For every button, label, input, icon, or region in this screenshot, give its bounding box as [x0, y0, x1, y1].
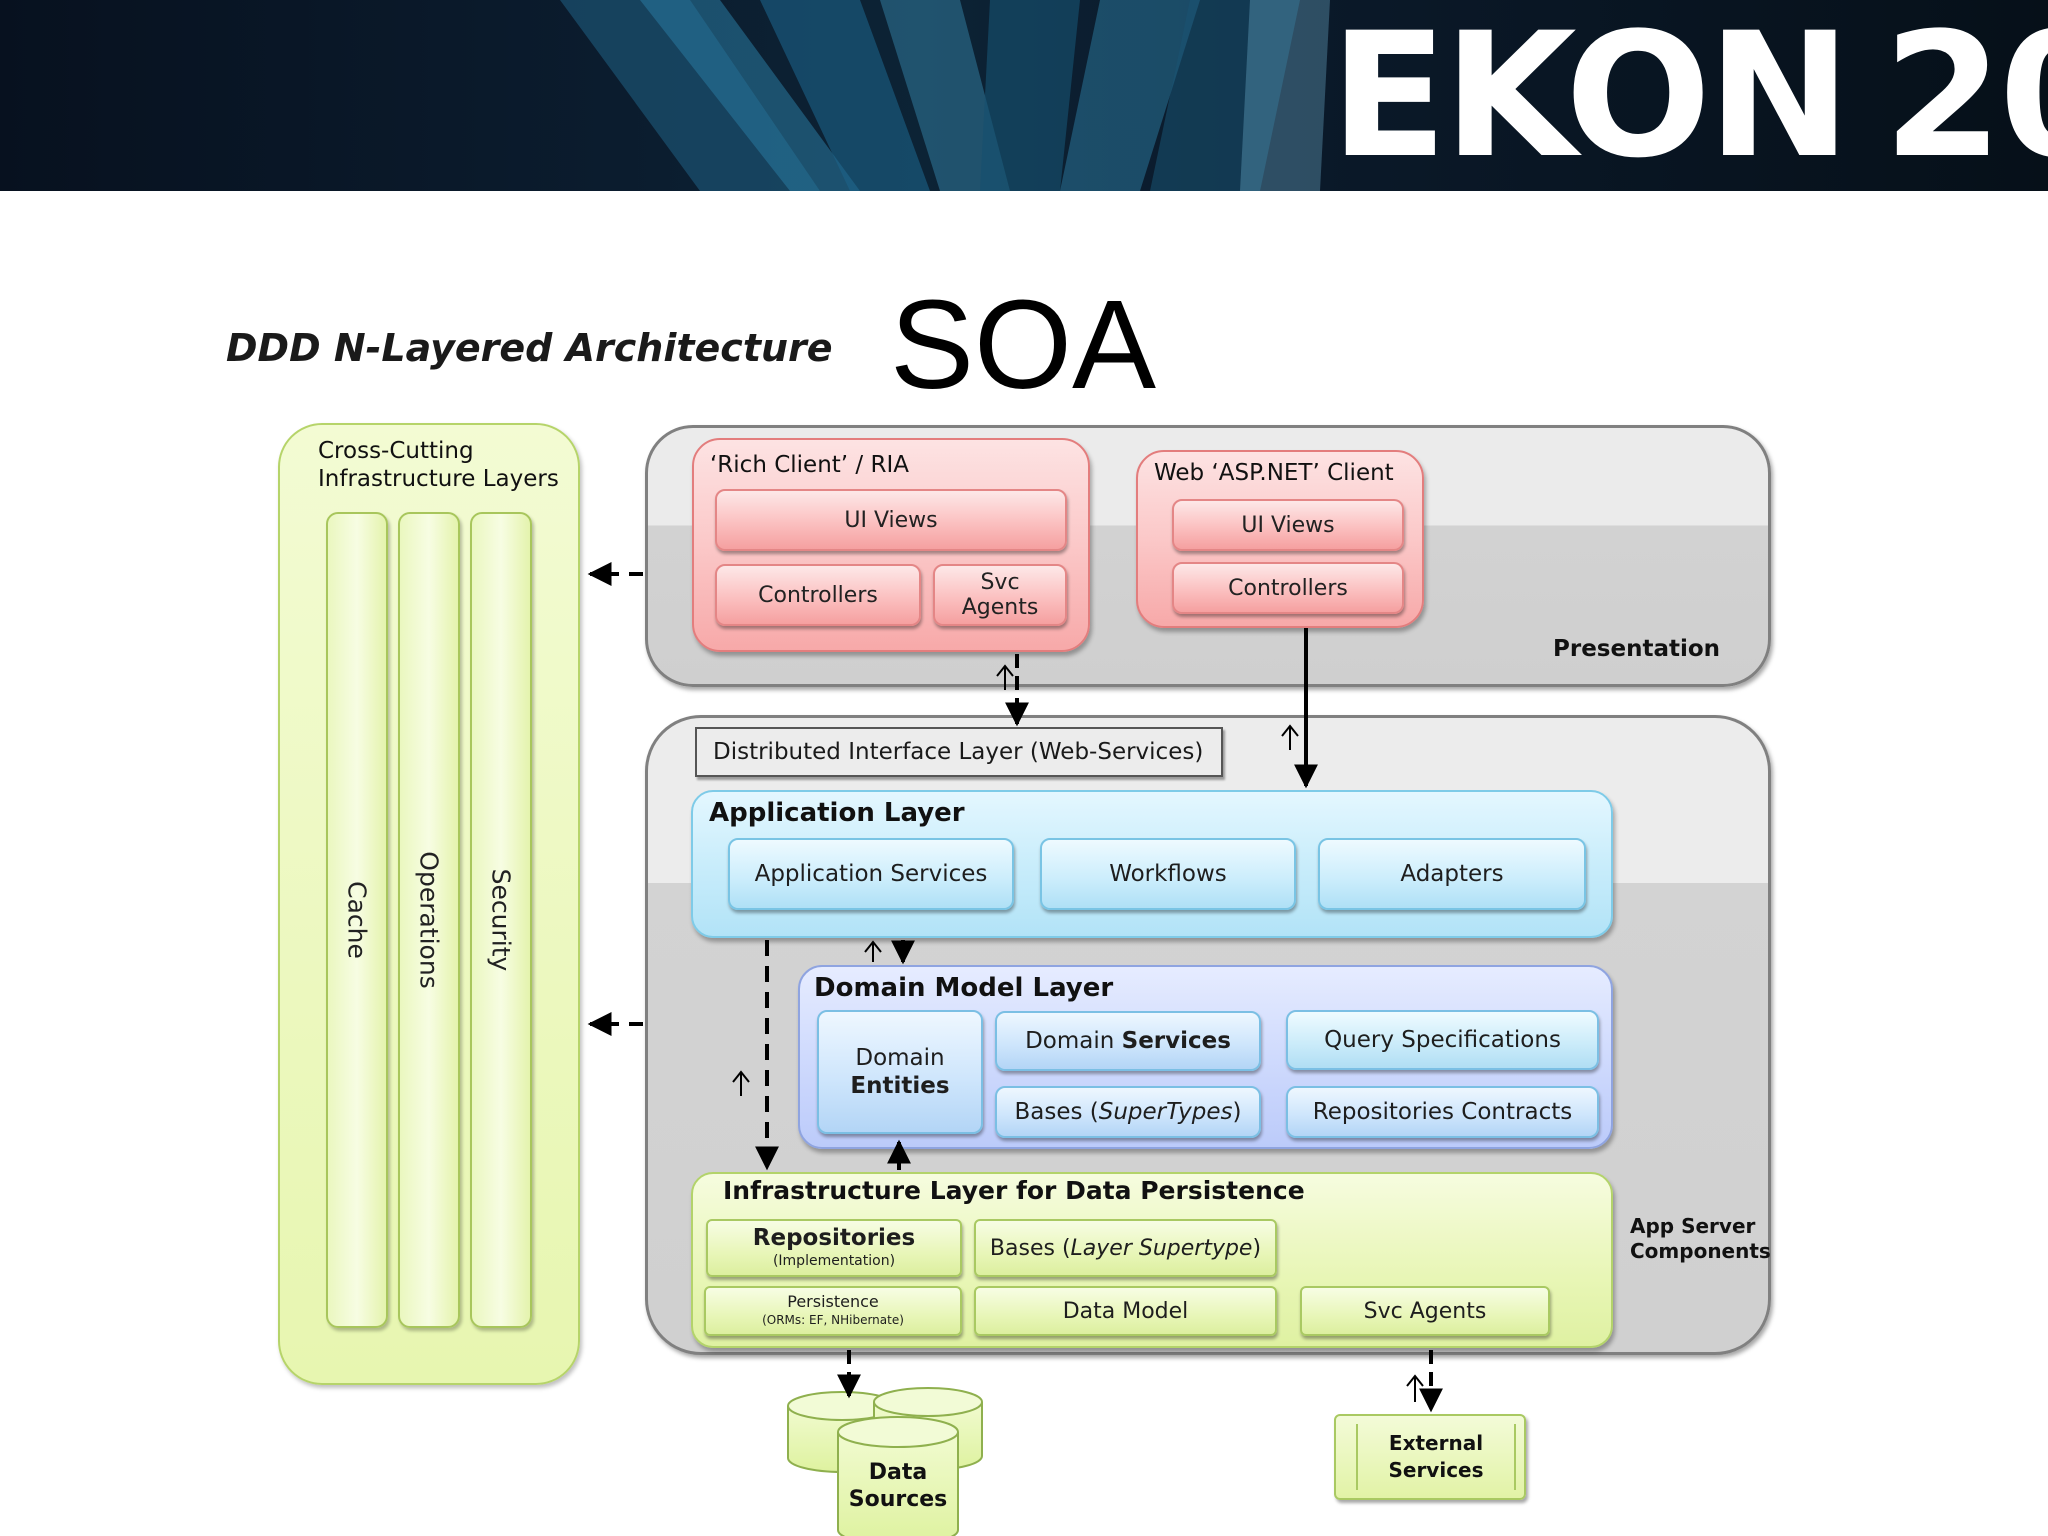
domain-services: Domain Services — [995, 1011, 1261, 1071]
external-services-label: External Services — [1356, 1424, 1516, 1490]
web-ui-views: UI Views — [1172, 499, 1404, 551]
security-label: Security — [486, 868, 516, 972]
domain-entities: Domain Entities — [817, 1010, 983, 1134]
web-controllers: Controllers — [1172, 562, 1404, 614]
repositories-contracts: Repositories Contracts — [1286, 1086, 1599, 1138]
rich-svc-agents-line2: Agents — [961, 595, 1039, 620]
domain-bases-suffix: ) — [1232, 1099, 1242, 1125]
cross-cutting-title-line2: Infrastructure Layers — [318, 466, 559, 492]
repositories-sub: (Implementation) — [772, 1253, 896, 1269]
domain-entities-line2: Entities — [850, 1073, 950, 1099]
slide-title: SOA — [890, 274, 1157, 415]
repositories-label: Repositories — [752, 1225, 916, 1251]
rich-svc-agents-line1: Svc — [980, 570, 1020, 595]
domain-entities-line1: Domain — [855, 1045, 945, 1071]
domain-layer-title: Domain Model Layer — [814, 973, 1114, 1003]
external-services-line2: Services — [1388, 1458, 1484, 1482]
operations-column: Operations — [398, 512, 460, 1328]
domain-services-prefix: Domain — [1025, 1028, 1122, 1054]
data-sources-line2: Sources — [848, 1487, 948, 1512]
operations-label: Operations — [414, 851, 444, 989]
query-specifications: Query Specifications — [1286, 1010, 1599, 1070]
data-model: Data Model — [974, 1286, 1277, 1336]
rich-svc-agents: Svc Agents — [933, 564, 1067, 626]
distributed-interface-layer: Distributed Interface Layer (Web-Service… — [695, 727, 1223, 777]
adapters: Adapters — [1318, 838, 1586, 910]
infra-bases: Bases (Layer Supertype) — [974, 1219, 1277, 1277]
brand-word: EKON — [1330, 0, 1851, 191]
repositories-impl: Repositories (Implementation) — [706, 1219, 962, 1277]
domain-bases-italic: SuperTypes — [1098, 1099, 1233, 1125]
infra-bases-italic: Layer Supertype — [1070, 1235, 1253, 1261]
rich-client-title: ‘Rich Client’ / RIA — [710, 452, 909, 478]
external-services: External Services — [1334, 1414, 1526, 1500]
app-server-line1: App Server — [1630, 1214, 1756, 1238]
persistence-label: Persistence — [787, 1292, 879, 1311]
brand-number: 20 — [1883, 0, 2048, 191]
cross-cutting-title-line1: Cross-Cutting — [318, 438, 474, 464]
presentation-label: Presentation — [1553, 636, 1721, 662]
persistence-sub: (ORMs: EF, NHibernate) — [762, 1313, 904, 1327]
web-client-title: Web ‘ASP.NET’ Client — [1154, 460, 1394, 486]
diagram-title: DDD N-Layered Architecture — [226, 326, 833, 370]
cache-column: Cache — [326, 512, 388, 1328]
infrastructure-layer-title: Infrastructure Layer for Data Persistenc… — [723, 1176, 1305, 1205]
infra-bases-prefix: Bases ( — [989, 1235, 1071, 1261]
data-sources-line1: Data — [868, 1460, 928, 1485]
header-banner: EKON20 — [0, 0, 2048, 191]
domain-bases-prefix: Bases ( — [1014, 1099, 1099, 1125]
application-layer-title: Application Layer — [709, 798, 965, 828]
rich-controllers: Controllers — [715, 564, 921, 626]
security-column: Security — [470, 512, 532, 1328]
persistence: Persistence (ORMs: EF, NHibernate) — [704, 1286, 962, 1336]
rich-ui-views: UI Views — [715, 489, 1067, 551]
external-services-line1: External — [1388, 1431, 1484, 1455]
infra-svc-agents: Svc Agents — [1300, 1286, 1550, 1336]
banner-graphic — [560, 0, 1330, 191]
data-sources-label: Data Sources — [838, 1459, 958, 1513]
app-server-line2: Components — [1630, 1239, 1771, 1263]
cross-cutting-title: Cross-Cutting Infrastructure Layers — [318, 437, 559, 493]
infra-bases-suffix: ) — [1252, 1235, 1262, 1261]
workflows: Workflows — [1040, 838, 1296, 910]
app-server-label: App Server Components — [1630, 1214, 1771, 1264]
cache-label: Cache — [342, 881, 372, 959]
domain-bases: Bases (SuperTypes) — [995, 1086, 1261, 1138]
brand-logo: EKON20 — [1330, 6, 2048, 186]
domain-services-bold: Services — [1121, 1028, 1231, 1054]
application-services: Application Services — [728, 838, 1014, 910]
